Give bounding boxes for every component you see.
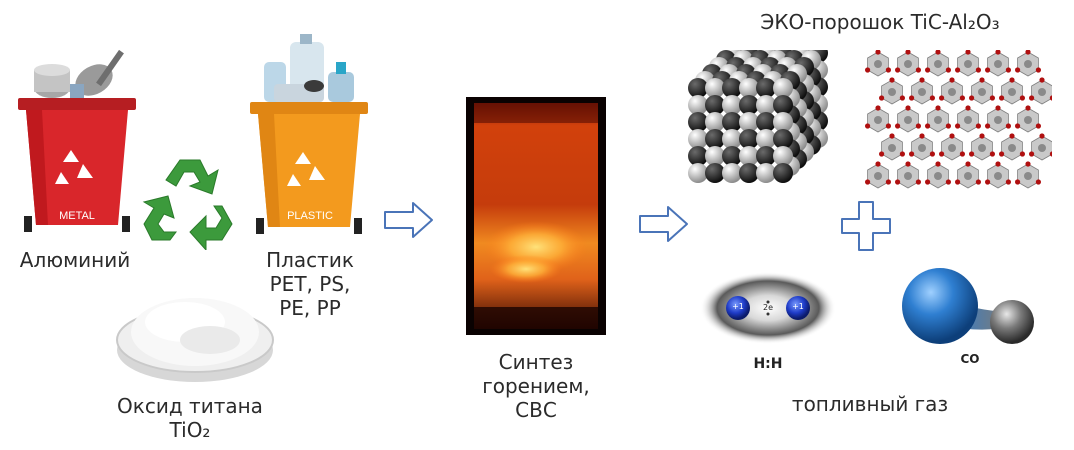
process-label-line2: горением, <box>482 374 590 398</box>
metal-bin <box>18 49 136 232</box>
powder-title: ЭКО-порошок TiC-Al₂O₃ <box>760 10 1000 34</box>
h2-charge-left: +1 <box>732 302 744 311</box>
process-label-line3: СВС <box>515 398 557 422</box>
oxide-label-line2: TiO₂ <box>169 418 211 442</box>
plastic-label-line2: PET, PS, <box>269 272 351 296</box>
aluminium-label: Алюминий <box>19 248 131 272</box>
plastic-label-line3: PE, PP <box>279 296 341 320</box>
tio2-powder-dish <box>116 298 274 382</box>
hydrogen-molecule <box>700 272 836 344</box>
h2-formula: H:H <box>753 356 783 372</box>
plastic-label-line1: Пластик <box>266 248 354 272</box>
plastic-bin <box>250 34 368 234</box>
h2-electrons: 2e <box>762 303 773 312</box>
right-arrow-icon <box>384 202 433 238</box>
oxide-label-line1: Оксид титана <box>117 394 263 418</box>
process-label-line1: Синтез <box>498 350 574 374</box>
carbon-monoxide-molecule <box>902 268 1034 344</box>
recycle-icon <box>142 159 233 250</box>
alumina-structure <box>865 50 1052 189</box>
tic-crystal-cube <box>688 50 828 183</box>
plastic-bin-text: PLASTIC <box>287 210 333 222</box>
combustion-synthesis-photo <box>466 97 606 335</box>
right-arrow-icon <box>639 206 688 242</box>
co-formula: CO <box>960 352 980 366</box>
plus-icon <box>841 201 891 251</box>
fuel-gas-label: топливный газ <box>791 392 949 416</box>
metal-bin-text: METAL <box>59 210 95 222</box>
h2-charge-right: +1 <box>792 302 804 311</box>
